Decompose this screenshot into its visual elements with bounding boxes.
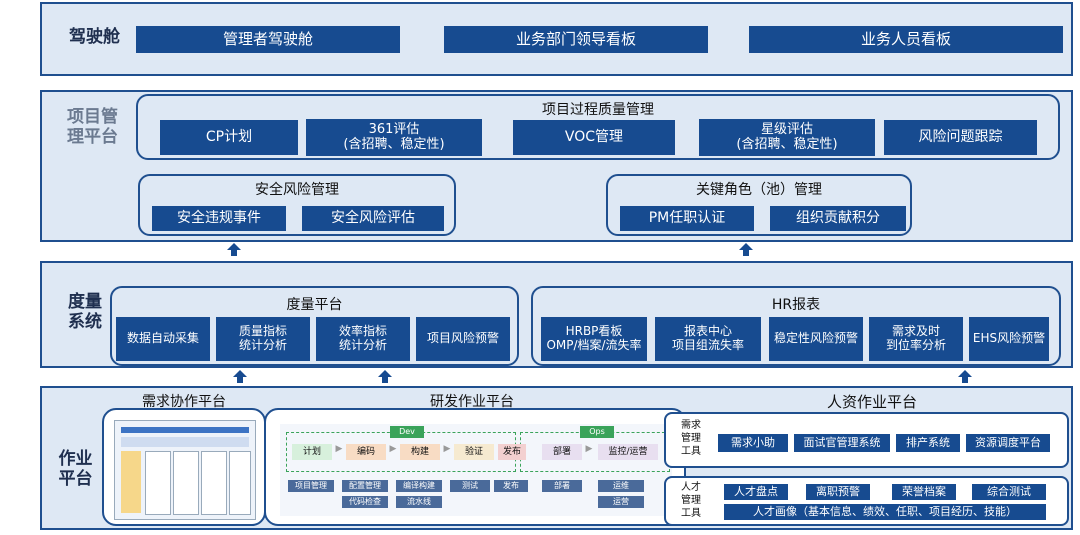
hr-work-title: 人资作业平台 xyxy=(826,393,917,411)
pm-cert-button[interactable]: PM任职认证 xyxy=(620,206,754,231)
resign-warning-button[interactable]: 离职预警 xyxy=(806,484,870,500)
stability-warning-button[interactable]: 稳定性风险预警 xyxy=(769,317,863,361)
interviewer-system-button[interactable]: 面试官管理系统 xyxy=(794,434,890,452)
project-platform-title: 项目管理平台 xyxy=(50,107,135,147)
rd-platform-title: 研发作业平台 xyxy=(430,394,514,410)
roles-panel-title: 关键角色（池）管理 xyxy=(696,182,822,198)
honor-archive-button[interactable]: 荣誉档案 xyxy=(892,484,956,500)
eval-361-button[interactable]: 361评估 (含招聘、稳定性) xyxy=(306,119,482,156)
right-arrow-icon: ▶ xyxy=(389,444,397,454)
tool-deploy: 部署 xyxy=(542,480,582,492)
stage-plan: 计划 xyxy=(292,444,332,460)
org-contrib-button[interactable]: 组织贡献积分 xyxy=(770,206,906,231)
demand-tools-title: 需求 管理 工具 xyxy=(681,420,701,457)
tool-build: 编译构建 xyxy=(396,480,442,492)
safety-violation-button[interactable]: 安全违规事件 xyxy=(152,206,286,231)
metrics-title: 度量系统 xyxy=(50,292,120,332)
cockpit-layer: 驾驶舱 管理者驾驶舱 业务部门领导看板 业务人员看板 xyxy=(40,2,1073,76)
rd-platform-panel: Dev Ops 计划 ▶ 编码 ▶ 构建 ▶ 验证 发布 部署 ▶ 监控/运营 … xyxy=(264,408,686,526)
cockpit-title: 驾驶舱 xyxy=(69,27,120,47)
tool-pipeline: 流水线 xyxy=(396,496,442,508)
cockpit-manager-button[interactable]: 管理者驾驶舱 xyxy=(136,26,400,53)
stage-verify: 验证 xyxy=(454,444,494,460)
roles-panel: 关键角色（池）管理 PM任职认证 组织贡献积分 xyxy=(606,174,912,236)
talent-tools-panel: 人才 管理 工具 人才盘点 离职预警 荣誉档案 综合测试 人才画像（基本信息、绩… xyxy=(664,476,1069,526)
talent-portrait-button[interactable]: 人才画像（基本信息、绩效、任职、项目经历、技能） xyxy=(724,504,1046,520)
demand-platform-panel xyxy=(102,408,266,526)
voc-button[interactable]: VOC管理 xyxy=(513,120,675,155)
hrbp-board-button[interactable]: HRBP看板 OMP/档案/流失率 xyxy=(541,317,647,361)
stage-deploy: 部署 xyxy=(542,444,582,460)
star-eval-button[interactable]: 星级评估 (含招聘、稳定性) xyxy=(699,119,875,156)
work-platform-layer: 作业平台 需求协作平台 研发作业平台 Dev Ops 计划 ▶ 编码 ▶ 构建 … xyxy=(40,386,1073,530)
right-arrow-icon: ▶ xyxy=(335,444,343,454)
tool-ops: 运维 xyxy=(598,480,644,492)
dev-label: Dev xyxy=(390,426,424,438)
rd-pipeline-diagram: Dev Ops 计划 ▶ 编码 ▶ 构建 ▶ 验证 发布 部署 ▶ 监控/运营 … xyxy=(280,424,672,516)
tool-operation: 运营 xyxy=(598,496,644,508)
comprehensive-test-button[interactable]: 综合测试 xyxy=(972,484,1046,500)
stage-build: 构建 xyxy=(400,444,440,460)
auto-collect-button[interactable]: 数据自动采集 xyxy=(116,317,210,361)
metrics-layer: 度量系统 度量平台 数据自动采集 质量指标 统计分析 效率指标 统计分析 项目风… xyxy=(40,261,1073,368)
project-platform-title-text: 项目管理平台 xyxy=(67,107,118,147)
demand-platform-title: 需求协作平台 xyxy=(142,394,226,410)
project-platform-layer: 项目管理平台 项目过程质量管理 CP计划 361评估 (含招聘、稳定性) VOC… xyxy=(40,90,1073,242)
metrics-title-text: 度量系统 xyxy=(68,292,102,332)
risk-tracking-button[interactable]: 风险问题跟踪 xyxy=(884,120,1037,155)
scheduling-system-button[interactable]: 排产系统 xyxy=(896,434,960,452)
hr-report-panel: HR报表 HRBP看板 OMP/档案/流失率 报表中心 项目组流失率 稳定性风险… xyxy=(531,286,1061,366)
demand-platform-screenshot xyxy=(114,420,256,520)
measure-panel: 度量平台 数据自动采集 质量指标 统计分析 效率指标 统计分析 项目风险预警 xyxy=(110,286,519,366)
demand-timely-button[interactable]: 需求及时 到位率分析 xyxy=(869,317,963,361)
talent-review-button[interactable]: 人才盘点 xyxy=(724,484,788,500)
work-platform-title-text: 作业平台 xyxy=(58,449,93,489)
work-platform-title: 作业平台 xyxy=(48,449,103,489)
talent-tools-title: 人才 管理 工具 xyxy=(681,482,701,519)
demand-helper-button[interactable]: 需求小助 xyxy=(718,434,788,452)
right-arrow-icon: ▶ xyxy=(585,444,593,454)
cockpit-staff-button[interactable]: 业务人员看板 xyxy=(749,26,1063,53)
quality-panel-title: 项目过程质量管理 xyxy=(542,102,654,118)
efficiency-stats-button[interactable]: 效率指标 统计分析 xyxy=(316,317,410,361)
stage-monitor: 监控/运营 xyxy=(598,444,658,460)
cockpit-dept-leader-button[interactable]: 业务部门领导看板 xyxy=(444,26,708,53)
quality-stats-button[interactable]: 质量指标 统计分析 xyxy=(216,317,310,361)
measure-panel-title: 度量平台 xyxy=(286,297,343,313)
report-center-button[interactable]: 报表中心 项目组流失率 xyxy=(655,317,761,361)
stage-release: 发布 xyxy=(498,444,526,460)
hr-report-panel-title: HR报表 xyxy=(771,297,821,313)
demand-tools-panel: 需求 管理 工具 需求小助 面试官管理系统 排产系统 资源调度平台 xyxy=(664,412,1069,468)
quality-panel: 项目过程质量管理 CP计划 361评估 (含招聘、稳定性) VOC管理 星级评估… xyxy=(136,94,1060,160)
right-arrow-icon: ▶ xyxy=(443,444,451,454)
safety-risk-eval-button[interactable]: 安全风险评估 xyxy=(302,206,444,231)
safety-panel: 安全风险管理 安全违规事件 安全风险评估 xyxy=(138,174,456,236)
tool-pm: 项目管理 xyxy=(288,480,334,492)
stage-code: 编码 xyxy=(346,444,386,460)
ops-label: Ops xyxy=(580,426,614,438)
safety-panel-title: 安全风险管理 xyxy=(255,182,339,198)
tool-code-check: 代码检查 xyxy=(342,496,388,508)
resource-dispatch-button[interactable]: 资源调度平台 xyxy=(966,434,1050,452)
tool-test: 测试 xyxy=(450,480,490,492)
tool-release: 发布 xyxy=(494,480,528,492)
project-risk-warning-button[interactable]: 项目风险预警 xyxy=(416,317,510,361)
cp-plan-button[interactable]: CP计划 xyxy=(160,120,298,155)
ehs-warning-button[interactable]: EHS风险预警 xyxy=(969,317,1049,361)
tool-config: 配置管理 xyxy=(342,480,388,492)
